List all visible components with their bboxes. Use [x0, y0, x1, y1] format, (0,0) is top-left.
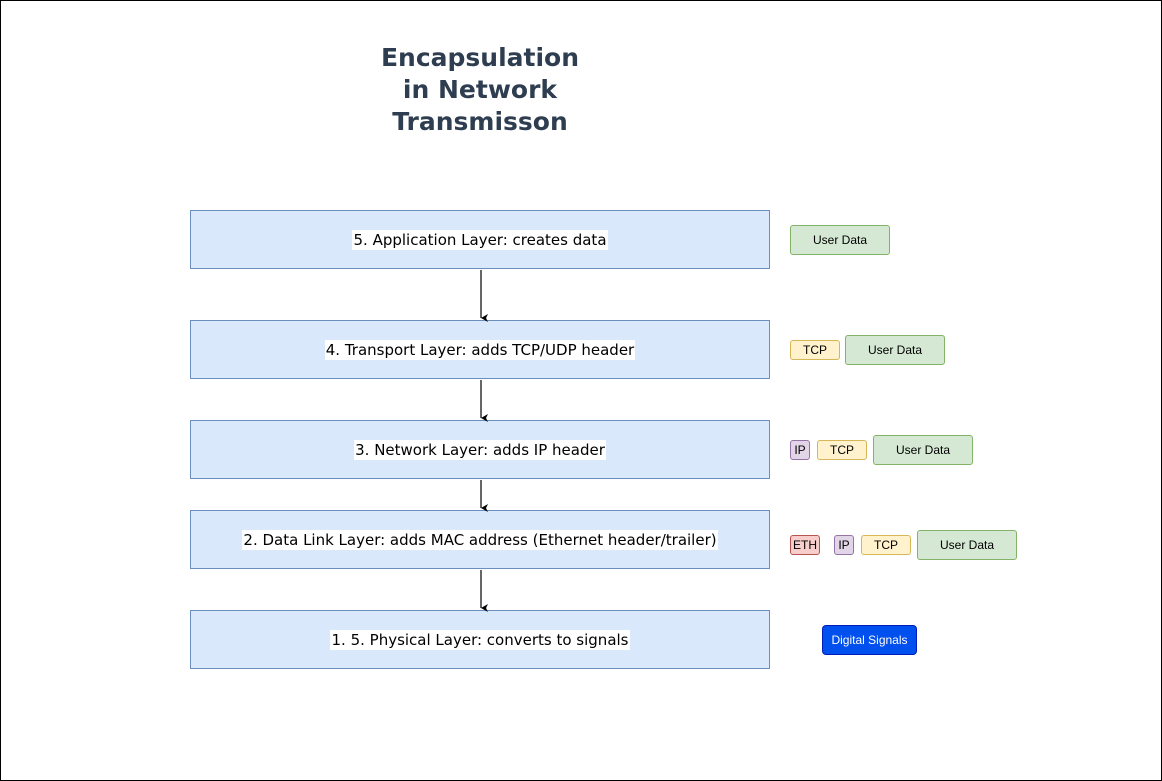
- physical-layer-box[interactable]: 1. 5. Physical Layer: converts to signal…: [190, 610, 770, 669]
- application-layer-label: 5. Application Layer: creates data: [352, 229, 608, 250]
- application-layer-box[interactable]: 5. Application Layer: creates data: [190, 210, 770, 269]
- diagram-title: Encapsulation in Network Transmisson: [330, 42, 630, 138]
- eth-header-chip: ETH: [790, 535, 820, 555]
- digital-signals-chip: Digital Signals: [822, 625, 917, 655]
- title-line-2: in Network: [402, 75, 558, 104]
- user-data-chip: User Data: [917, 530, 1017, 560]
- user-data-chip: User Data: [873, 435, 973, 465]
- physical-layer-label: 1. 5. Physical Layer: converts to signal…: [330, 629, 630, 650]
- user-data-chip: User Data: [845, 335, 945, 365]
- transport-layer-box[interactable]: 4. Transport Layer: adds TCP/UDP header: [190, 320, 770, 379]
- tcp-header-chip: TCP: [817, 440, 867, 460]
- tcp-header-chip: TCP: [861, 535, 911, 555]
- data-link-layer-box[interactable]: 2. Data Link Layer: adds MAC address (Et…: [190, 510, 770, 569]
- data-link-layer-label: 2. Data Link Layer: adds MAC address (Et…: [242, 529, 718, 550]
- transport-layer-label: 4. Transport Layer: adds TCP/UDP header: [324, 339, 636, 360]
- network-layer-box[interactable]: 3. Network Layer: adds IP header: [190, 420, 770, 479]
- tcp-header-chip: TCP: [790, 340, 840, 360]
- network-layer-label: 3. Network Layer: adds IP header: [354, 439, 606, 460]
- user-data-chip: User Data: [790, 225, 890, 255]
- ip-header-chip: IP: [834, 535, 854, 555]
- title-line-1: Encapsulation: [380, 43, 580, 72]
- title-line-3: Transmisson: [392, 107, 568, 136]
- ip-header-chip: IP: [790, 440, 810, 460]
